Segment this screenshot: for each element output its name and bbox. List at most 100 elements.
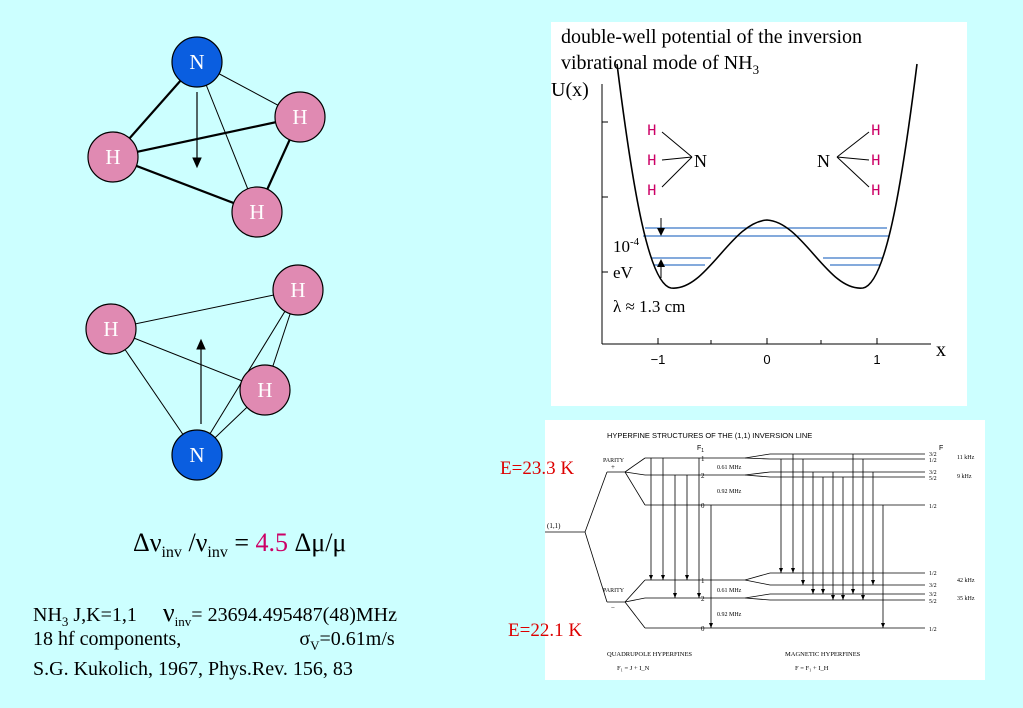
- y-axis-label: U(x): [551, 79, 589, 101]
- x-axis-label: x: [936, 339, 946, 361]
- top-atom-h-right: [274, 91, 326, 143]
- left-h-1: H: [647, 122, 657, 140]
- formula-lhs-sub: inv: [161, 544, 182, 562]
- lower-energy-label: E=22.1 K: [508, 620, 583, 641]
- upper-f-2: 1/2: [929, 458, 937, 464]
- wavelength-label: λ ≈ 1.3 cm: [613, 297, 685, 316]
- transition-arrowhead-icon: [881, 623, 885, 628]
- transition-arrowheads: [649, 568, 885, 628]
- left-n: N: [694, 151, 707, 171]
- formula-lhs: Δν: [133, 528, 162, 557]
- upper-khz-1: 11 kHz: [957, 455, 975, 461]
- info-sigma-value: =0.61m/s: [319, 628, 395, 650]
- lower-spacing-1: 0.61 MHz: [717, 588, 742, 594]
- caption-line-2-text: vibrational mode of NH: [561, 52, 753, 74]
- transition-arrowhead-icon: [851, 589, 855, 594]
- double-well-caption: double-well potential of the inversion v…: [561, 24, 862, 83]
- double-well-plot: −1 0 1 U(x) x H H H N N: [551, 63, 946, 367]
- transition-arrowhead-icon: [709, 623, 713, 628]
- upper-f-5: 1/2: [929, 504, 937, 510]
- transition-arrowhead-icon: [831, 595, 835, 600]
- parity-minus-sign: −: [611, 604, 615, 612]
- transition-arrowhead-icon: [821, 589, 825, 594]
- upper-energy-label: E=23.3 K: [500, 458, 575, 479]
- transition-arrowhead-icon: [697, 593, 701, 598]
- parity-plus-sign: +: [611, 463, 615, 471]
- parity-plus-label: PARITY: [603, 458, 625, 464]
- hyperfine-title: HYPERFINE STRUCTURES OF THE (1,1) INVERS…: [607, 431, 812, 440]
- inversion-sensitivity-formula: Δνinv /νinv = 4.5 Δμ/μ: [133, 528, 346, 562]
- bottom-atom-h-left: [85, 303, 137, 355]
- transition-arrowhead-icon: [861, 595, 865, 600]
- transition-arrowhead-icon: [685, 575, 689, 580]
- magnetic-formula: F = F₁ + I_H: [795, 665, 829, 672]
- magnetic-label: MAGNETIC HYPERFINES: [785, 651, 861, 658]
- quadrupole-formula: F₁ = J + I_N: [617, 665, 650, 672]
- f-header: F: [939, 445, 943, 452]
- transition-arrowhead-icon: [791, 568, 795, 573]
- upper-khz-2: 9 kHz: [957, 474, 972, 480]
- bottom-atom-h-middle: [239, 364, 291, 416]
- hyperfine-panel: HYPERFINE STRUCTURES OF THE (1,1) INVERS…: [545, 420, 985, 680]
- x-tick-neg1: −1: [651, 352, 666, 367]
- lower-f1-1: 1: [701, 577, 705, 585]
- left-h-3: H: [647, 182, 657, 200]
- info-sigma: σ: [299, 628, 311, 650]
- transition-arrowhead-icon: [649, 575, 653, 580]
- bottom-h1-label: H: [103, 317, 118, 341]
- right-h-1: H: [871, 122, 881, 140]
- info-line-3: S.G. Kukolich, 1967, Phys.Rev. 156, 83: [33, 658, 353, 680]
- quadrupole-label: QUADRUPOLE HYPERFINES: [607, 651, 692, 658]
- top-h3-label: H: [249, 200, 264, 224]
- top-atom-h-left: [87, 131, 139, 183]
- info-line-2: 18 hf components, σV=0.61m/s: [33, 628, 395, 654]
- formula-eq: =: [227, 528, 256, 557]
- dipole-arrow-up-icon: [196, 338, 206, 350]
- bottom-n-label: N: [189, 443, 204, 467]
- x-tick-0: 0: [763, 352, 770, 367]
- info-sigma-sub: V: [310, 638, 320, 653]
- bottom-atom-h-right: [272, 264, 324, 316]
- transition-arrowhead-icon: [673, 593, 677, 598]
- parity-minus-label: PARITY: [603, 588, 625, 594]
- right-h-3: H: [871, 182, 881, 200]
- f1-header: F1: [697, 445, 704, 454]
- lower-f-2: 3/2: [929, 583, 937, 589]
- formula-rhs-sub: inv: [207, 544, 228, 562]
- lower-khz-1: 42 kHz: [957, 578, 975, 584]
- transition-arrowhead-icon: [811, 589, 815, 594]
- transition-arrowhead-icon: [841, 595, 845, 600]
- lower-spacing-2: 0.92 MHz: [717, 612, 742, 618]
- lower-f-4: 5/2: [929, 599, 937, 605]
- transition-arrowhead-icon: [779, 568, 783, 573]
- caption-line-1: double-well potential of the inversion: [561, 26, 863, 48]
- right-h-2: H: [871, 152, 881, 170]
- upper-spacing-2: 0.92 MHz: [717, 489, 742, 495]
- upper-f-3: 3/2: [929, 470, 937, 476]
- right-pyramidal-sketch: N H H H: [817, 122, 881, 200]
- molecule-diagram: N H H H H H H N: [85, 36, 326, 481]
- top-h1-label: H: [105, 145, 120, 169]
- level-11-label: (1,1): [547, 522, 561, 530]
- double-well-curve: [616, 63, 918, 289]
- transition-arrowhead-icon: [661, 575, 665, 580]
- splitting-arrow-up-icon: [657, 259, 665, 267]
- splitting-arrow-down-icon: [657, 228, 665, 236]
- info-nh-sub: 3: [61, 614, 69, 629]
- lower-f-5: 1/2: [929, 627, 937, 633]
- info-nu-sub: inv: [174, 614, 192, 629]
- caption-line-2: vibrational mode of NH3: [561, 50, 862, 83]
- upper-f-4: 5/2: [929, 476, 937, 482]
- formula-slash: /ν: [181, 528, 208, 557]
- left-pyramidal-sketch: H H H N: [647, 122, 707, 200]
- upper-f1-1: 1: [701, 455, 705, 463]
- vibrational-levels: [643, 227, 889, 266]
- info-nh: NH: [33, 604, 62, 626]
- transition-arrowhead-icon: [801, 580, 805, 585]
- dipole-arrow-down-icon: [192, 157, 202, 169]
- info-line-1: NH3 J,K=1,1 νinv= 23694.495487(48)MHz: [33, 598, 397, 630]
- top-atom-h-bottom: [231, 186, 283, 238]
- transition-arrowhead-icon: [871, 580, 875, 585]
- hyperfine-diagram: HYPERFINE STRUCTURES OF THE (1,1) INVERS…: [545, 431, 975, 672]
- info-nu: ν: [162, 598, 175, 627]
